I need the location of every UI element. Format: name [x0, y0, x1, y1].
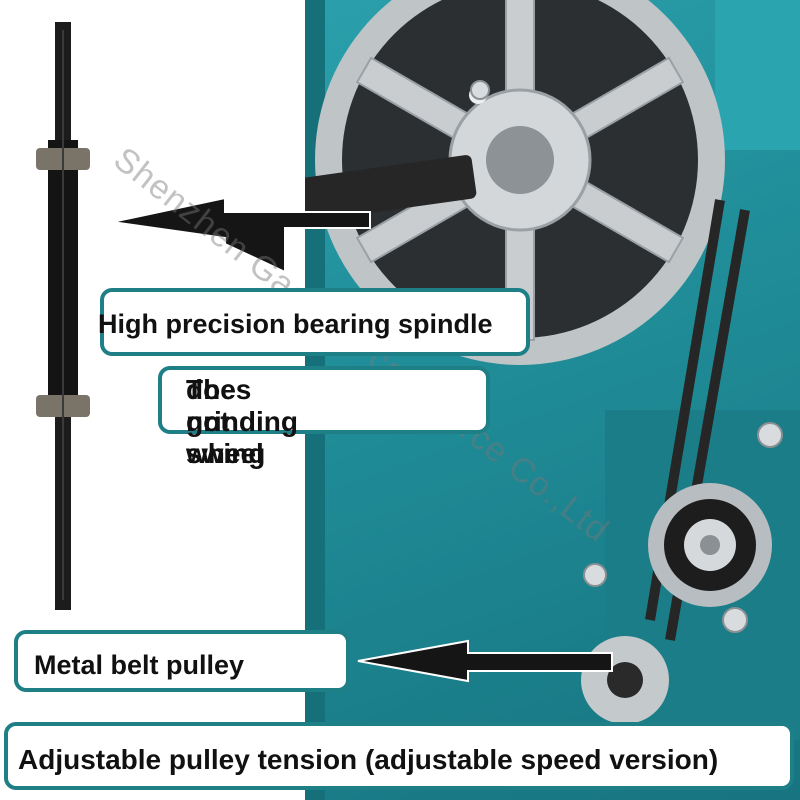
caption-grinding-wheel: The grinding wheel does not swing [158, 366, 490, 469]
machine-illustration [305, 0, 800, 800]
screws [470, 80, 783, 633]
spindle-product [36, 22, 90, 610]
caption-grinding-wheel-line1: The grinding wheel [186, 374, 298, 469]
caption-bearing-spindle: High precision bearing spindle [98, 288, 530, 356]
caption-belt-pulley-text: Metal belt pulley [34, 650, 245, 680]
spindle-arrow [111, 196, 371, 274]
caption-pulley-tension: Adjustable pulley tension (adjustable sp… [4, 722, 794, 790]
spoked-wheel [315, 0, 725, 365]
caption-bearing-spindle-text: High precision bearing spindle [98, 309, 493, 339]
pulley-arrow [357, 639, 613, 683]
idler-bearing [648, 483, 772, 607]
machine-photo [305, 0, 800, 800]
caption-pulley-tension-text: Adjustable pulley tension (adjustable sp… [18, 744, 719, 775]
spindle-shaft [305, 155, 477, 225]
caption-belt-pulley: Metal belt pulley [14, 630, 350, 692]
caption-grinding-wheel-line2: does not swing [186, 374, 266, 469]
cover-panel [715, 0, 800, 150]
